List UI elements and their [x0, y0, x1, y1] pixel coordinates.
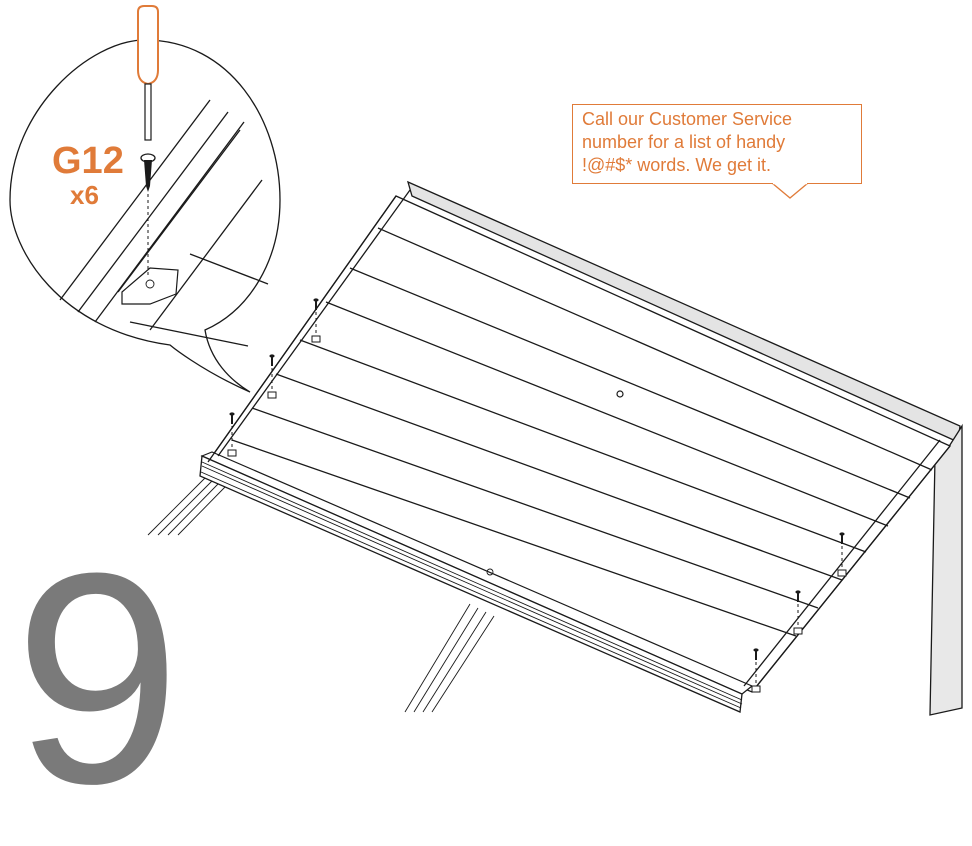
part-quantity-label: x6 — [70, 180, 99, 210]
frame-screw-icon — [267, 354, 277, 399]
frame-screw-icon — [793, 590, 803, 635]
magnified-rail — [59, 99, 269, 347]
frame-screw-icon — [837, 532, 847, 577]
tip-tail — [771, 182, 809, 199]
right-end-panel — [929, 423, 963, 716]
front-rail — [199, 451, 754, 713]
frame-screw-icon — [311, 298, 321, 343]
center-hole — [616, 390, 624, 398]
diagram-canvas — [9, 5, 963, 716]
magnifier-callout — [9, 5, 281, 393]
step-number: 9 — [14, 510, 181, 846]
assembly-step-diagram: Call our Customer Service number for a l… — [9, 5, 963, 828]
tip-speech-bubble — [572, 104, 862, 184]
part-code-label: G12 — [52, 140, 124, 182]
tip-text: Call our Customer Service number for a l… — [582, 108, 860, 177]
support-rails — [147, 477, 495, 713]
frame-screw-icon — [227, 412, 237, 457]
slats — [231, 227, 933, 637]
frame-assembly — [147, 180, 963, 716]
magnified-bracket — [121, 267, 179, 305]
screwdriver-icon — [137, 5, 159, 141]
frame-screw-icon — [751, 648, 761, 693]
frame-screws — [227, 298, 847, 693]
tip-line-1: Call our Customer Service — [582, 109, 793, 129]
screw-icon — [140, 153, 156, 192]
tip-line-3: !@#$* words. We get it. — [582, 155, 772, 175]
tip-line-2: number for a list of handy — [582, 132, 786, 152]
